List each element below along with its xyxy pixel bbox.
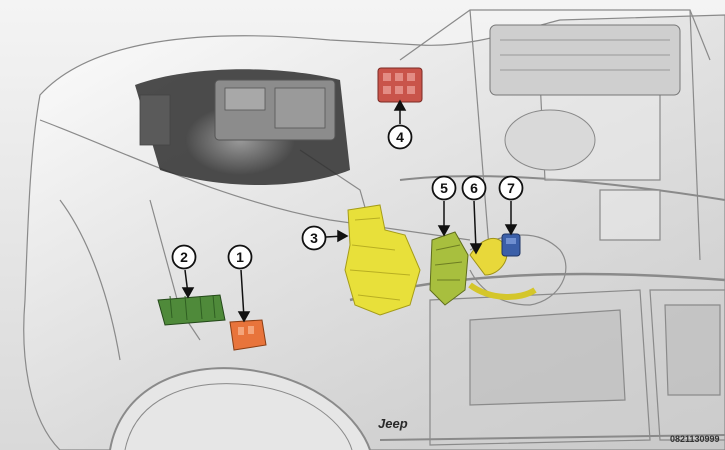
callout-7: 7 [498, 175, 524, 201]
callout-4-label: 4 [396, 129, 404, 145]
red-module [377, 67, 423, 103]
green-yellow-module [429, 231, 469, 306]
engine-bay [135, 69, 350, 185]
hvac-unit [489, 24, 681, 171]
callout-leaders [181, 99, 518, 323]
callout-4: 4 [387, 124, 413, 150]
callout-5: 5 [431, 175, 457, 201]
callout-7-label: 7 [507, 180, 515, 196]
vehicle-badge: Jeep [378, 416, 408, 431]
image-code: 0821130999 [670, 434, 720, 444]
callout-1: 1 [227, 244, 253, 270]
blue-connector [501, 233, 521, 257]
callout-1-label: 1 [236, 249, 244, 265]
callout-6: 6 [461, 175, 487, 201]
yellow-module [344, 204, 421, 316]
callout-3: 3 [301, 225, 327, 251]
callout-5-label: 5 [440, 180, 448, 196]
orange-module [229, 319, 267, 351]
callout-6-label: 6 [470, 180, 478, 196]
green-module [157, 294, 226, 326]
callout-2-label: 2 [180, 249, 188, 265]
callout-3-label: 3 [310, 230, 318, 246]
callout-2: 2 [171, 244, 197, 270]
